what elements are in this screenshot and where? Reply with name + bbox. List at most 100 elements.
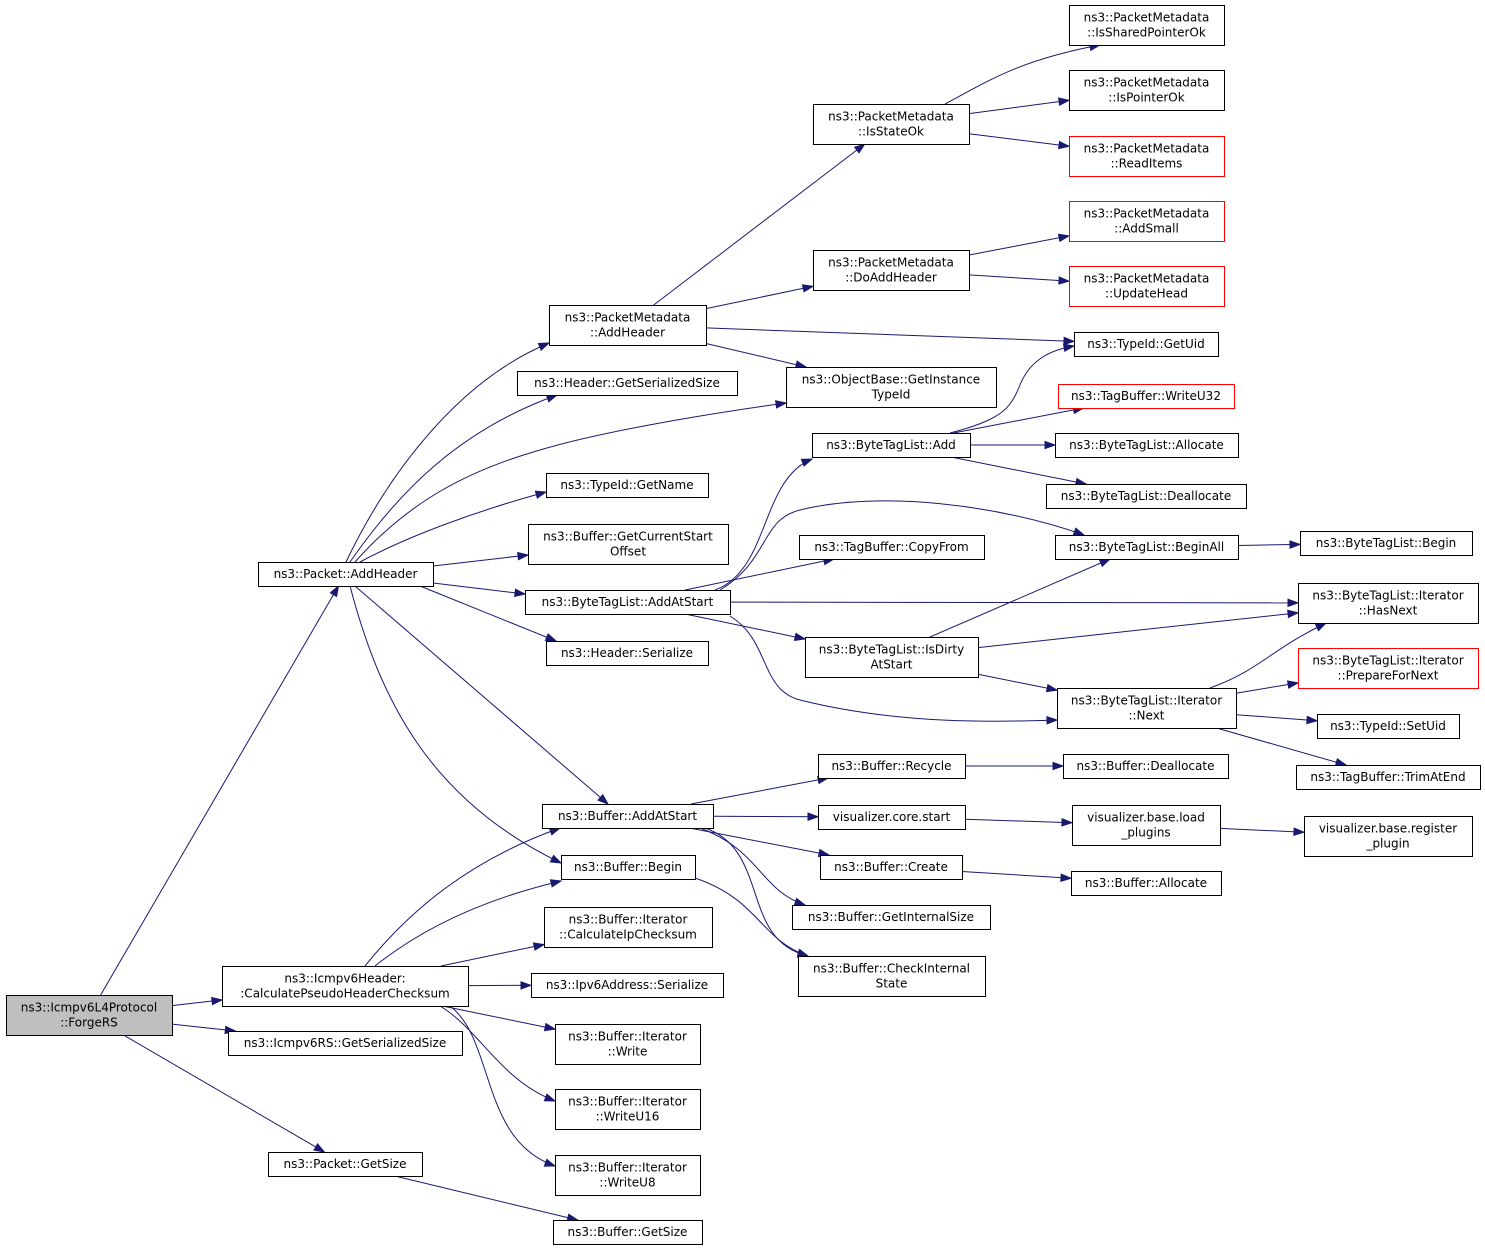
node-btl_it_next[interactable]: ns3::ByteTagList::Iterator::Next [1057,688,1237,729]
node-buf_allocate[interactable]: ns3::Buffer::Allocate [1071,871,1222,896]
node-tb_writeu32[interactable]: ns3::TagBuffer::WriteU32 [1058,384,1235,409]
node-buf_begin[interactable]: ns3::Buffer::Begin [561,855,696,880]
node-box[interactable] [820,855,963,880]
node-btl_add[interactable]: ns3::ByteTagList::Add [812,433,971,458]
node-btl_allocate[interactable]: ns3::ByteTagList::Allocate [1055,433,1239,458]
node-box[interactable] [525,590,731,615]
node-box[interactable] [813,104,970,145]
node-calcpseudo[interactable]: ns3::Icmpv6Header::CalculatePseudoHeader… [222,966,469,1007]
node-pm_issharedptr[interactable]: ns3::PacketMetadata::IsSharedPointerOk [1069,5,1225,46]
node-box[interactable] [805,637,979,678]
node-box[interactable] [1057,688,1237,729]
node-box[interactable] [1074,332,1219,357]
node-box[interactable] [1069,70,1225,111]
node-box[interactable] [1046,484,1247,509]
node-viz_base_register[interactable]: visualizer.base.register_plugin [1304,816,1473,857]
node-pkt_getsize[interactable]: ns3::Packet::GetSize [268,1152,423,1177]
node-btl_it_prepare[interactable]: ns3::ByteTagList::Iterator::PrepareForNe… [1298,648,1479,689]
node-box[interactable] [818,754,966,779]
node-pm_updatehead[interactable]: ns3::PacketMetadata::UpdateHead [1069,266,1225,307]
node-buf_create[interactable]: ns3::Buffer::Create [820,855,963,880]
node-forgers[interactable]: ns3::Icmpv6L4Protocol::ForgeRS [6,995,173,1036]
node-tb_trimatend[interactable]: ns3::TagBuffer::TrimAtEnd [1296,765,1481,790]
node-box[interactable] [555,1155,701,1196]
node-box[interactable] [798,956,986,997]
node-hdr_serialize[interactable]: ns3::Header::Serialize [546,641,709,666]
node-it_calcip[interactable]: ns3::Buffer::Iterator::CalculateIpChecks… [544,907,713,948]
node-box[interactable] [799,535,985,560]
node-pm_doaddheader[interactable]: ns3::PacketMetadata::DoAddHeader [813,250,970,291]
node-box[interactable] [544,907,713,948]
node-box[interactable] [1055,535,1239,560]
node-box[interactable] [561,855,696,880]
node-box[interactable] [1304,816,1473,857]
node-box[interactable] [786,367,997,408]
node-pm_isstateok[interactable]: ns3::PacketMetadata::IsStateOk [813,104,970,145]
node-box[interactable] [813,250,970,291]
node-typeid_getuid[interactable]: ns3::TypeId::GetUid [1074,332,1219,357]
node-box[interactable] [1069,201,1225,242]
node-box[interactable] [818,805,966,830]
node-viz_base_load[interactable]: visualizer.base.load_plugins [1072,805,1221,846]
node-box[interactable] [6,995,173,1036]
node-box[interactable] [542,804,714,829]
node-box[interactable] [1055,433,1239,458]
node-buf_recycle[interactable]: ns3::Buffer::Recycle [818,754,966,779]
node-rs_getsersize[interactable]: ns3::Icmpv6RS::GetSerializedSize [228,1031,463,1056]
node-buf_getinternal[interactable]: ns3::Buffer::GetInternalSize [792,905,991,930]
node-box[interactable] [1298,583,1479,624]
node-it_write[interactable]: ns3::Buffer::Iterator::Write [555,1024,701,1065]
node-ipv6_serialize[interactable]: ns3::Ipv6Address::Serialize [531,973,724,998]
node-box[interactable] [1069,136,1225,177]
node-box[interactable] [531,973,724,998]
node-box[interactable] [546,473,709,498]
node-btl_beginall[interactable]: ns3::ByteTagList::BeginAll [1055,535,1239,560]
node-box[interactable] [555,1024,701,1065]
node-box[interactable] [1069,5,1225,46]
node-box[interactable] [553,1220,703,1245]
node-box[interactable] [1058,384,1235,409]
node-box[interactable] [549,305,707,346]
node-typeid_setuid[interactable]: ns3::TypeId::SetUid [1317,714,1460,739]
node-typeid_getname[interactable]: ns3::TypeId::GetName [546,473,709,498]
node-box[interactable] [222,966,469,1007]
node-box[interactable] [1296,765,1481,790]
node-it_writeu8[interactable]: ns3::Buffer::Iterator::WriteU8 [555,1155,701,1196]
node-pkt_addheader[interactable]: ns3::Packet::AddHeader [258,562,434,587]
node-pm_addheader[interactable]: ns3::PacketMetadata::AddHeader [549,305,707,346]
node-box[interactable] [546,641,709,666]
node-box[interactable] [1069,266,1225,307]
node-box[interactable] [517,371,738,396]
node-box[interactable] [258,562,434,587]
node-it_writeu16[interactable]: ns3::Buffer::Iterator::WriteU16 [555,1089,701,1130]
node-box[interactable] [792,905,991,930]
node-box[interactable] [268,1152,423,1177]
node-btl_deallocate[interactable]: ns3::ByteTagList::Deallocate [1046,484,1247,509]
node-box[interactable] [1317,714,1460,739]
node-pm_ispointerok[interactable]: ns3::PacketMetadata::IsPointerOk [1069,70,1225,111]
node-btl_begin[interactable]: ns3::ByteTagList::Begin [1300,531,1473,556]
node-box[interactable] [555,1089,701,1130]
node-box[interactable] [228,1031,463,1056]
node-viz_core_start[interactable]: visualizer.core.start [818,805,966,830]
node-buf_addatstart[interactable]: ns3::Buffer::AddAtStart [542,804,714,829]
node-btl_addatstart[interactable]: ns3::ByteTagList::AddAtStart [525,590,731,615]
node-box[interactable] [1071,871,1222,896]
node-box[interactable] [812,433,971,458]
node-box[interactable] [1300,531,1473,556]
node-box[interactable] [1072,805,1221,846]
node-box[interactable] [1298,648,1479,689]
node-hdr_getsersize[interactable]: ns3::Header::GetSerializedSize [517,371,738,396]
node-buf_getsize[interactable]: ns3::Buffer::GetSize [553,1220,703,1245]
node-btl_it_hasnext[interactable]: ns3::ByteTagList::Iterator::HasNext [1298,583,1479,624]
node-buf_deallocate[interactable]: ns3::Buffer::Deallocate [1063,754,1229,779]
node-box[interactable] [1063,754,1229,779]
node-pm_readitems[interactable]: ns3::PacketMetadata::ReadItems [1069,136,1225,177]
node-box[interactable] [528,524,729,565]
node-pm_addsmall[interactable]: ns3::PacketMetadata::AddSmall [1069,201,1225,242]
node-tb_copyfrom[interactable]: ns3::TagBuffer::CopyFrom [799,535,985,560]
